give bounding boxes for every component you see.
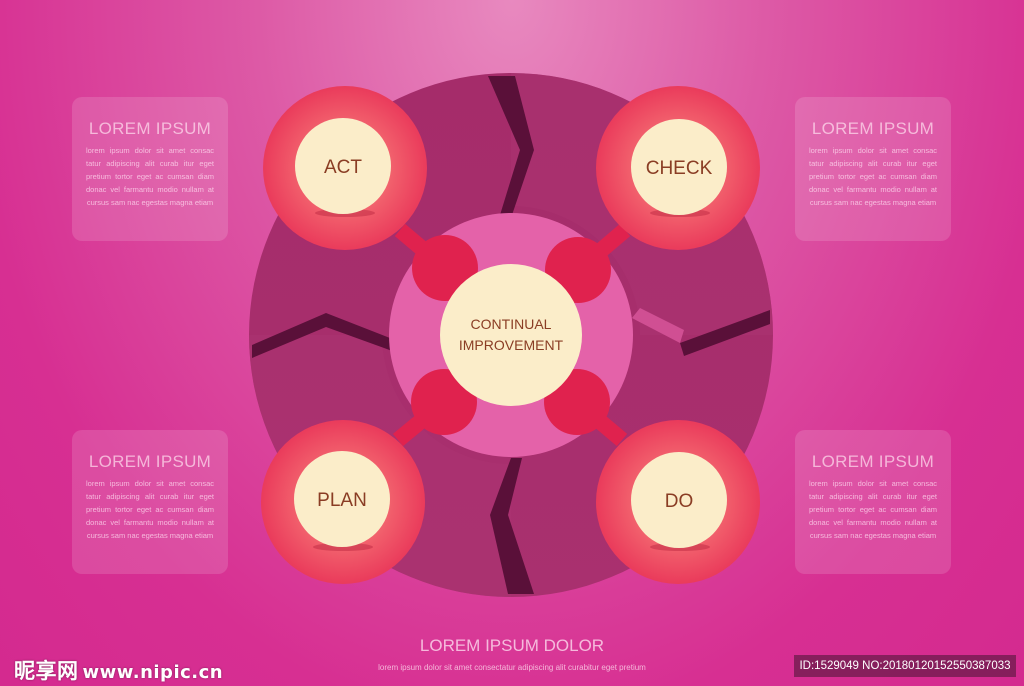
plan-label: PLAN <box>317 490 367 511</box>
side-box-title: LOREM IPSUM <box>811 452 935 471</box>
check-label: CHECK <box>646 158 713 179</box>
node-act: ACT <box>263 86 427 250</box>
center-label-line2: IMPROVEMENT <box>459 337 564 353</box>
watermark-id: ID:1529049 NO:20180120152550387033 <box>794 655 1016 677</box>
footer-subtitle: lorem ipsum dolor sit amet consectatur a… <box>378 663 646 672</box>
side-box-top-right: LOREM IPSUM lorem ipsum dolor sit amet c… <box>795 97 951 241</box>
ring-chevron-bottom <box>490 458 534 594</box>
do-label: DO <box>665 491 694 512</box>
side-box-title: LOREM IPSUM <box>88 452 212 471</box>
side-box-body: lorem ipsum dolor sit amet consac tatur … <box>86 146 214 207</box>
node-do: DO <box>596 420 760 584</box>
side-box-title: LOREM IPSUM <box>811 119 935 138</box>
side-box-bottom-right: LOREM IPSUM lorem ipsum dolor sit amet c… <box>795 430 951 574</box>
side-box-bottom-left: LOREM IPSUM lorem ipsum dolor sit amet c… <box>72 430 228 574</box>
side-box-title: LOREM IPSUM <box>88 119 212 138</box>
side-box-body: lorem ipsum dolor sit amet consac tatur … <box>86 479 214 540</box>
ring-chevron-left <box>252 313 395 358</box>
center-label-line1: CONTINUAL <box>471 316 552 332</box>
side-box-body: lorem ipsum dolor sit amet consac tatur … <box>809 479 937 540</box>
act-label: ACT <box>324 157 362 178</box>
footer-title: LOREM IPSUM DOLOR <box>419 636 605 655</box>
ring-chevron-right <box>632 308 770 356</box>
node-check: CHECK <box>596 86 760 250</box>
watermark-url: www.nipic.cn <box>82 662 224 683</box>
watermark-site-name: 昵享网 <box>14 659 79 683</box>
node-plan: PLAN <box>261 420 425 584</box>
side-box-top-left: LOREM IPSUM lorem ipsum dolor sit amet c… <box>72 97 228 241</box>
center-node: CONTINUAL IMPROVEMENT <box>440 264 582 406</box>
side-box-body: lorem ipsum dolor sit amet consac tatur … <box>809 146 937 207</box>
